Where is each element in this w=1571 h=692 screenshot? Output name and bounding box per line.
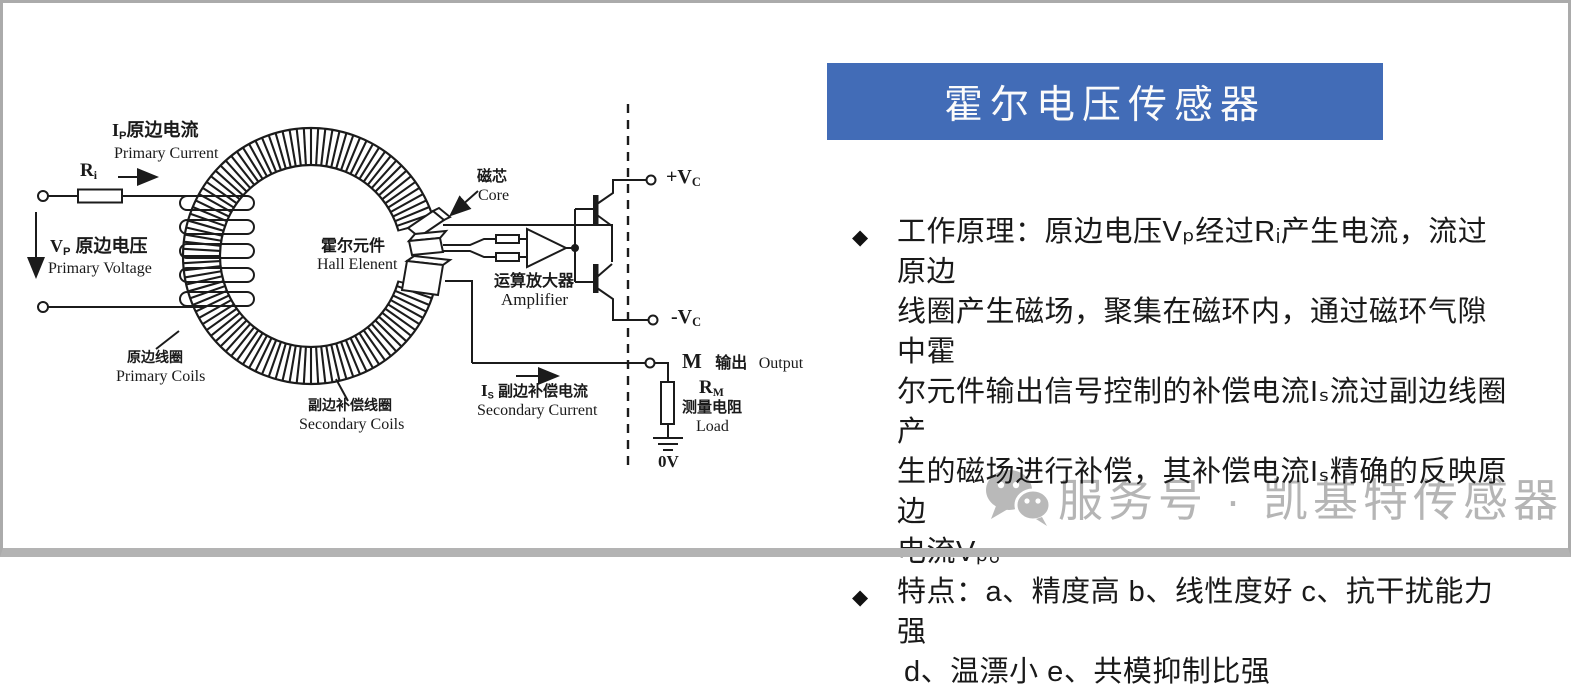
label-load-en: Load (696, 418, 729, 435)
bullet-text-line: 特点：a、精度高 b、线性度好 c、抗干扰能力强 (897, 576, 1494, 648)
primary-coils-leader (155, 330, 180, 350)
opamp-input-resistor-top (495, 234, 520, 244)
label-primary-current-cn: IP原边电流 (112, 120, 199, 142)
core-gap-face-bottom (400, 259, 445, 297)
m-output-terminal (644, 357, 656, 369)
minus-vc-terminal (647, 314, 659, 326)
bullet-text-line: 生的磁场进行补偿，其补偿电流Iₛ精确的反映原边 (897, 456, 1507, 528)
resistor-rm (660, 381, 675, 425)
opamp-input-resistor-bottom (495, 252, 520, 262)
label-secondary-coils-en: Secondary Coils (299, 416, 405, 433)
core-leader-arrow (449, 190, 479, 217)
output-branch (445, 280, 683, 451)
label-amplifier-cn: 运算放大器 (494, 273, 575, 290)
leader-lines (155, 190, 479, 402)
bullet-text: 工作原理：原边电压Vₚ经过Rᵢ产生电流，流过原边线圈产生磁场，聚集在磁环内，通过… (897, 212, 1507, 572)
label-secondary-current-cn: IS 副边补偿电流 (481, 381, 588, 401)
label-primary-coils-en: Primary Coils (116, 368, 206, 385)
primary-terminal-top (37, 190, 49, 202)
label-primary-voltage-cn: VP 原边电压 (50, 236, 148, 258)
label-secondary-current-en: Secondary Current (477, 402, 598, 419)
title-banner: 霍尔电压传感器 (827, 63, 1383, 140)
label-hall-element-cn: 霍尔元件 (321, 238, 386, 255)
primary-side-wiring (27, 168, 205, 313)
diamond-bullet-icon: ◆ (852, 226, 869, 249)
hall-voltage-sensor-diagram: IP原边电流 Primary Current Ri VP 原边电压 Primar… (0, 0, 810, 557)
bullet-working-principle: ◆ 工作原理：原边电压Vₚ经过Rᵢ产生电流，流过原边线圈产生磁场，聚集在磁环内，… (852, 212, 1507, 572)
page-title: 霍尔电压传感器 (943, 83, 1266, 127)
label-primary-voltage-en: Primary Voltage (48, 260, 152, 277)
hall-element-assembly (400, 206, 453, 297)
label-m-output: M 输出 Output (682, 349, 804, 373)
bullet-text-line: d、温漂小 e、共模抑制比强 (904, 656, 1271, 688)
bullet-text-line: 工作原理：原边电压Vₚ经过Rᵢ产生电流，流过原边 (897, 216, 1488, 288)
watermark-text: 服务号 · 凯基特传感器 (1058, 475, 1563, 526)
bullet-text-line: 电流Vₚ。 (897, 536, 1019, 568)
op-amp-stage (443, 227, 575, 269)
label-core-en: Core (478, 187, 510, 204)
label-secondary-coils-cn: 副边补偿线圈 (308, 397, 392, 413)
primary-coil-loops (179, 195, 255, 307)
resistor-ri (77, 188, 123, 204)
watermark: 服务号 · 凯基特传感器 (984, 464, 1563, 529)
bullet-text-line: 线圈产生磁场，聚集在磁环内，通过磁环气隙中霍 (897, 296, 1488, 368)
label-hall-element-en: Hall Elenent (317, 256, 398, 273)
wechat-icon (986, 469, 1052, 526)
core-gap-face-top-3d (431, 206, 452, 222)
label-zero-volt: 0V (658, 452, 679, 471)
label-ri: Ri (80, 160, 98, 182)
op-amp-triangle (526, 227, 569, 269)
label-plus-vc: +VC (666, 166, 701, 190)
hall-element-box (407, 236, 445, 257)
circuit-linework (27, 104, 683, 468)
label-rm: RM (699, 377, 724, 399)
bullet-features: ◆ 特点：a、精度高 b、线性度好 c、抗干扰能力强 d、温漂小 e、共模抑制比强 (852, 572, 1507, 692)
push-pull-output-stage (443, 174, 659, 326)
label-amplifier-en: Amplifier (501, 290, 569, 309)
label-core-cn: 磁芯 (477, 168, 508, 185)
transistor-bottom-base (593, 264, 599, 293)
label-primary-current-en: Primary Current (114, 145, 219, 162)
label-minus-vc: -VC (671, 306, 702, 330)
diamond-bullet-icon: ◆ (852, 586, 869, 609)
secondary-coils-leader (335, 378, 349, 402)
label-rm-cn: 测量电阻 (682, 399, 743, 416)
junction-dot (571, 244, 579, 252)
primary-terminal-bottom (37, 301, 49, 313)
transistor-top-base (593, 195, 599, 224)
bullet-text: 特点：a、精度高 b、线性度好 c、抗干扰能力强 d、温漂小 e、共模抑制比强 (897, 572, 1507, 692)
ground-symbol (653, 437, 683, 451)
bullet-text-line: 尔元件输出信号控制的补偿电流Iₛ流过副边线圈产 (897, 376, 1507, 448)
bullet-list: ◆ 工作原理：原边电压Vₚ经过Rᵢ产生电流，流过原边线圈产生磁场，聚集在磁环内，… (852, 212, 1507, 692)
plus-vc-terminal (645, 174, 657, 186)
label-primary-coils-cn: 原边线圈 (127, 349, 183, 365)
